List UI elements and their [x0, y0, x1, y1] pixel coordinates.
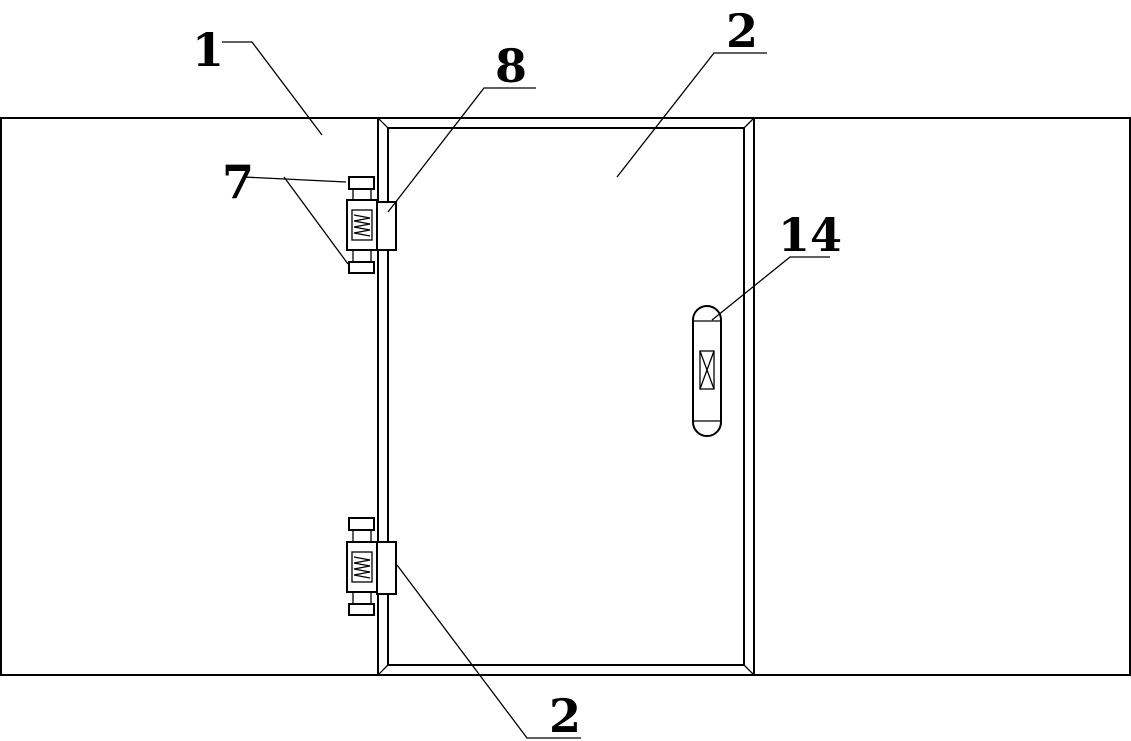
- door: [377, 117, 755, 676]
- reference-labels: 1 8 2 7 14 2: [192, 4, 842, 741]
- hinge-assembly-bottom: [346, 517, 397, 616]
- handle-body: [692, 305, 722, 437]
- leader-14: [711, 256, 830, 321]
- label-stop-block: 7: [222, 155, 254, 209]
- label-cabinet: 1: [192, 23, 224, 77]
- handle-lock: [699, 350, 715, 390]
- stop-block-lower-a: [348, 517, 375, 531]
- leader-7-a: [242, 176, 347, 183]
- leader-lines: [222, 41, 830, 739]
- leader-1: [222, 41, 323, 136]
- door-handle: [692, 305, 722, 437]
- left-panel: [0, 117, 379, 676]
- hinge-plate-upper: [376, 201, 397, 251]
- stop-block-lower-b: [348, 603, 375, 616]
- label-door-top: 2: [726, 4, 758, 58]
- frame-corner-tr: [743, 117, 755, 129]
- door-frame-outer: [377, 117, 755, 676]
- leader-2-bottom: [396, 564, 581, 739]
- leader-8: [387, 87, 536, 213]
- frame-corner-br: [743, 664, 755, 676]
- label-handle: 14: [778, 208, 842, 262]
- stop-block-upper-a: [348, 176, 375, 190]
- right-panel: [753, 117, 1131, 676]
- cabinet-body: [0, 117, 1131, 676]
- hinge-plate-lower: [376, 541, 397, 595]
- door-leaf-inner: [387, 127, 745, 666]
- lock-cross-icon: [699, 350, 715, 390]
- leader-2-top: [616, 52, 767, 178]
- label-hinge-assembly: 8: [495, 39, 527, 93]
- leader-7-b: [283, 176, 349, 265]
- stop-block-upper-b: [348, 261, 375, 274]
- label-door-bottom: 2: [549, 689, 581, 741]
- spring-housing-upper: [351, 209, 373, 241]
- hinge-assembly-top: [346, 176, 397, 274]
- frame-corner-bl: [377, 664, 389, 676]
- spring-housing-lower: [351, 551, 373, 583]
- frame-corner-tl: [377, 117, 389, 129]
- spring-icon: [353, 556, 371, 579]
- spring-icon: [353, 214, 371, 237]
